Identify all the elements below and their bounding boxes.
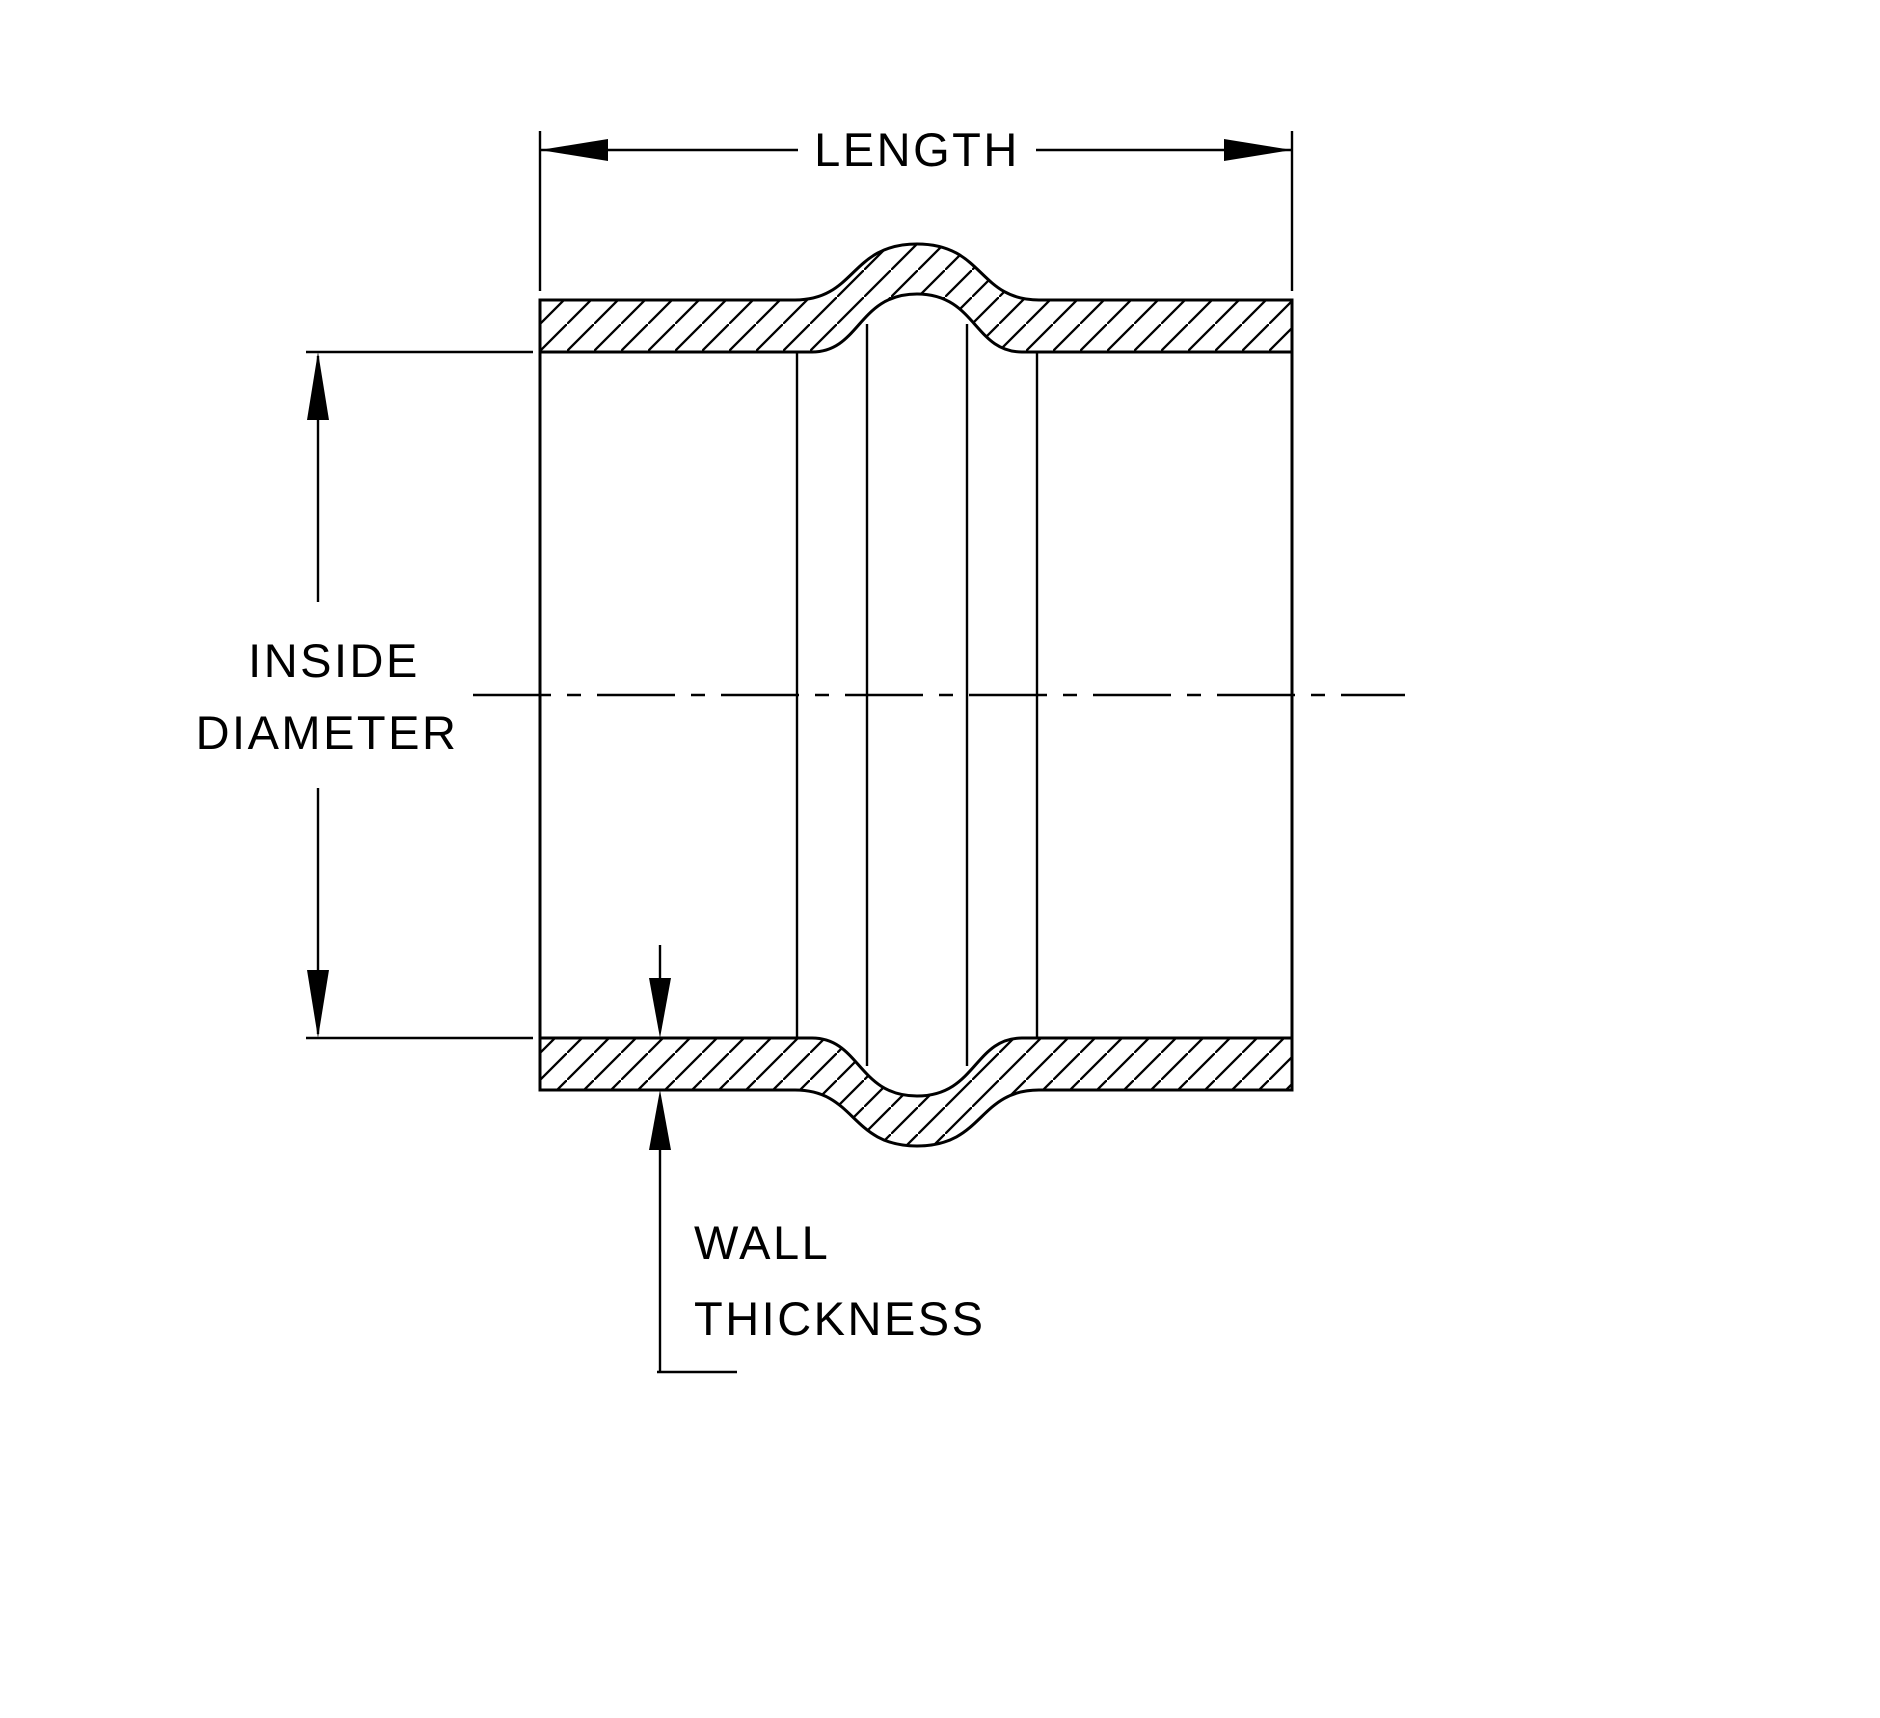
wall-thickness-arrow-down-icon (649, 978, 671, 1038)
wall-thickness-label-line2: THICKNESS (694, 1292, 986, 1345)
inside-diameter-dimension: INSIDE DIAMETER (196, 350, 533, 1040)
length-arrow-left-icon (540, 139, 608, 161)
wall-thickness-arrow-up-icon (649, 1090, 671, 1150)
length-arrow-right-icon (1224, 139, 1292, 161)
inside-diameter-arrow-up-icon (307, 352, 329, 420)
bottom-wall-hatched (538, 1036, 1294, 1148)
inside-diameter-arrow-down-icon (307, 970, 329, 1038)
wall-thickness-label-line1: WALL (694, 1216, 830, 1269)
length-dimension: LENGTH (538, 123, 1294, 291)
top-wall-hatched (538, 242, 1294, 354)
inside-diameter-label-line1: INSIDE (248, 634, 420, 687)
inside-diameter-label-line2: DIAMETER (196, 706, 459, 759)
wall-thickness-dimension: WALL THICKNESS (649, 945, 986, 1374)
length-label: LENGTH (814, 123, 1020, 176)
hose-body (473, 242, 1405, 1148)
